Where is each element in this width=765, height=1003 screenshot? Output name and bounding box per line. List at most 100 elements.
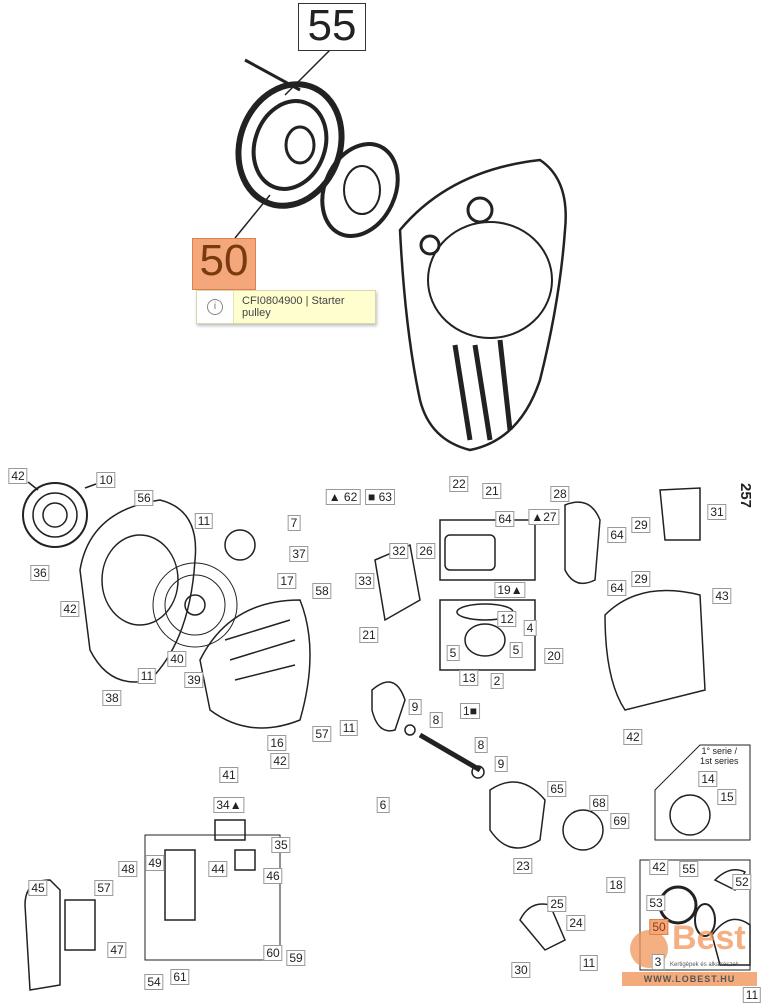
part-label[interactable]: 9	[494, 756, 508, 772]
part-label[interactable]: 57	[94, 880, 114, 896]
part-label[interactable]: 42	[270, 753, 290, 769]
part-label[interactable]: ▲27	[528, 509, 560, 525]
part-label[interactable]: 28	[550, 486, 570, 502]
part-label[interactable]: 2	[490, 673, 504, 689]
part-label[interactable]: 37	[289, 546, 309, 562]
part-label[interactable]: 26	[416, 543, 436, 559]
part-label[interactable]: 57	[312, 726, 332, 742]
part-label[interactable]: 10	[96, 472, 116, 488]
part-label[interactable]: 20	[544, 648, 564, 664]
part-label[interactable]: 13	[459, 670, 479, 686]
part-label[interactable]: 61	[170, 969, 190, 985]
part-label[interactable]: 59	[286, 950, 306, 966]
part-label[interactable]: 64	[607, 527, 627, 543]
part-label[interactable]: 15	[717, 789, 737, 805]
part-label[interactable]: 56	[134, 490, 154, 506]
part-label[interactable]: 36	[30, 565, 50, 581]
part-label[interactable]: 7	[287, 515, 301, 531]
part-label[interactable]: 8	[429, 712, 443, 728]
part-label[interactable]: 21	[482, 483, 502, 499]
serie-line2: 1st series	[700, 756, 739, 766]
serie-line1: 1° serie /	[701, 746, 738, 756]
part-label[interactable]: 30	[511, 962, 531, 978]
tooltip-text: CFI0804900 | Starter pulley	[242, 295, 345, 319]
callout-50-selected[interactable]: 50	[192, 238, 256, 290]
part-label[interactable]: 5	[446, 645, 460, 661]
part-label[interactable]: 3	[651, 954, 665, 970]
part-label[interactable]: 58	[312, 583, 332, 599]
part-label[interactable]: 34▲	[213, 797, 245, 813]
part-label[interactable]: 38	[102, 690, 122, 706]
part-label[interactable]: 11	[742, 987, 762, 1003]
part-label[interactable]: 65	[547, 781, 567, 797]
crankshaft-group	[371, 681, 751, 851]
part-label[interactable]: ■ 63	[365, 489, 395, 505]
part-label[interactable]: 11	[579, 955, 599, 971]
part-label[interactable]: 21	[359, 627, 379, 643]
part-label[interactable]: 55	[679, 861, 699, 877]
part-label[interactable]: 31	[707, 504, 727, 520]
part-label[interactable]: 42	[60, 601, 80, 617]
part-label[interactable]: 50	[649, 919, 669, 935]
part-label[interactable]: 39	[184, 672, 204, 688]
part-label[interactable]: 29	[631, 571, 651, 587]
part-tooltip: i CFI0804900 | Starter pulley	[196, 290, 376, 324]
part-label[interactable]: 54	[144, 974, 164, 990]
fan-guard	[22, 481, 97, 548]
part-label[interactable]: 6	[376, 797, 390, 813]
part-label[interactable]: 8	[474, 737, 488, 753]
part-label[interactable]: 64	[495, 511, 515, 527]
part-label[interactable]: 48	[118, 861, 138, 877]
fan-housing	[79, 499, 311, 729]
part-label[interactable]: 47	[107, 942, 127, 958]
part-label[interactable]: 46	[263, 868, 283, 884]
part-label[interactable]: 4	[523, 620, 537, 636]
part-label[interactable]: 11	[339, 720, 359, 736]
part-label[interactable]: 42	[649, 859, 669, 875]
part-label[interactable]: 9	[408, 699, 422, 715]
part-label[interactable]: 68	[589, 795, 609, 811]
part-label[interactable]: 42	[8, 468, 28, 484]
part-label[interactable]: 11	[137, 668, 157, 684]
part-label[interactable]: 40	[167, 651, 187, 667]
part-label[interactable]: 52	[732, 874, 752, 890]
part-label[interactable]: 45	[28, 880, 48, 896]
part-label[interactable]: 64	[607, 580, 627, 596]
part-label[interactable]: 14	[698, 771, 718, 787]
part-label[interactable]: 69	[610, 813, 630, 829]
part-label[interactable]: 17	[277, 573, 297, 589]
starter-cover	[398, 158, 567, 452]
part-label[interactable]: 16	[267, 735, 287, 751]
part-label[interactable]: 1■	[460, 703, 480, 719]
part-label[interactable]: 22	[449, 476, 469, 492]
part-label[interactable]: ▲ 62	[325, 489, 361, 505]
part-label[interactable]: 29	[631, 517, 651, 533]
part-label[interactable]: 11	[194, 513, 214, 529]
part-label[interactable]: 42	[623, 729, 643, 745]
part-label[interactable]: 25	[547, 896, 567, 912]
part-label[interactable]: 23	[513, 858, 533, 874]
part-label[interactable]: 53	[646, 895, 666, 911]
part-label[interactable]: 32	[389, 543, 409, 559]
part-label[interactable]: 60	[263, 945, 283, 961]
part-label[interactable]: 41	[219, 767, 239, 783]
part-label[interactable]: 24	[566, 915, 586, 931]
part-label[interactable]: 43	[712, 588, 732, 604]
part-label[interactable]: 33	[355, 573, 375, 589]
page-number: 257	[737, 482, 755, 509]
cylinder-group	[374, 487, 706, 711]
part-label[interactable]: 35	[271, 837, 291, 853]
starter-pawl-plate	[320, 142, 400, 238]
part-label[interactable]: 18	[606, 877, 626, 893]
serie-note: 1° serie / 1st series	[700, 746, 739, 766]
callout-55[interactable]: 55	[298, 3, 366, 51]
part-label[interactable]: 12	[497, 611, 517, 627]
watermark-tagline: Kertigépek és alkatrészek	[670, 962, 739, 968]
part-label[interactable]: 19▲	[494, 582, 526, 598]
starter-pulley-large	[234, 49, 345, 239]
part-label[interactable]: 44	[208, 861, 228, 877]
watermark-brand: Best	[672, 919, 746, 957]
part-label[interactable]: 5	[509, 642, 523, 658]
part-label[interactable]: 49	[145, 855, 165, 871]
